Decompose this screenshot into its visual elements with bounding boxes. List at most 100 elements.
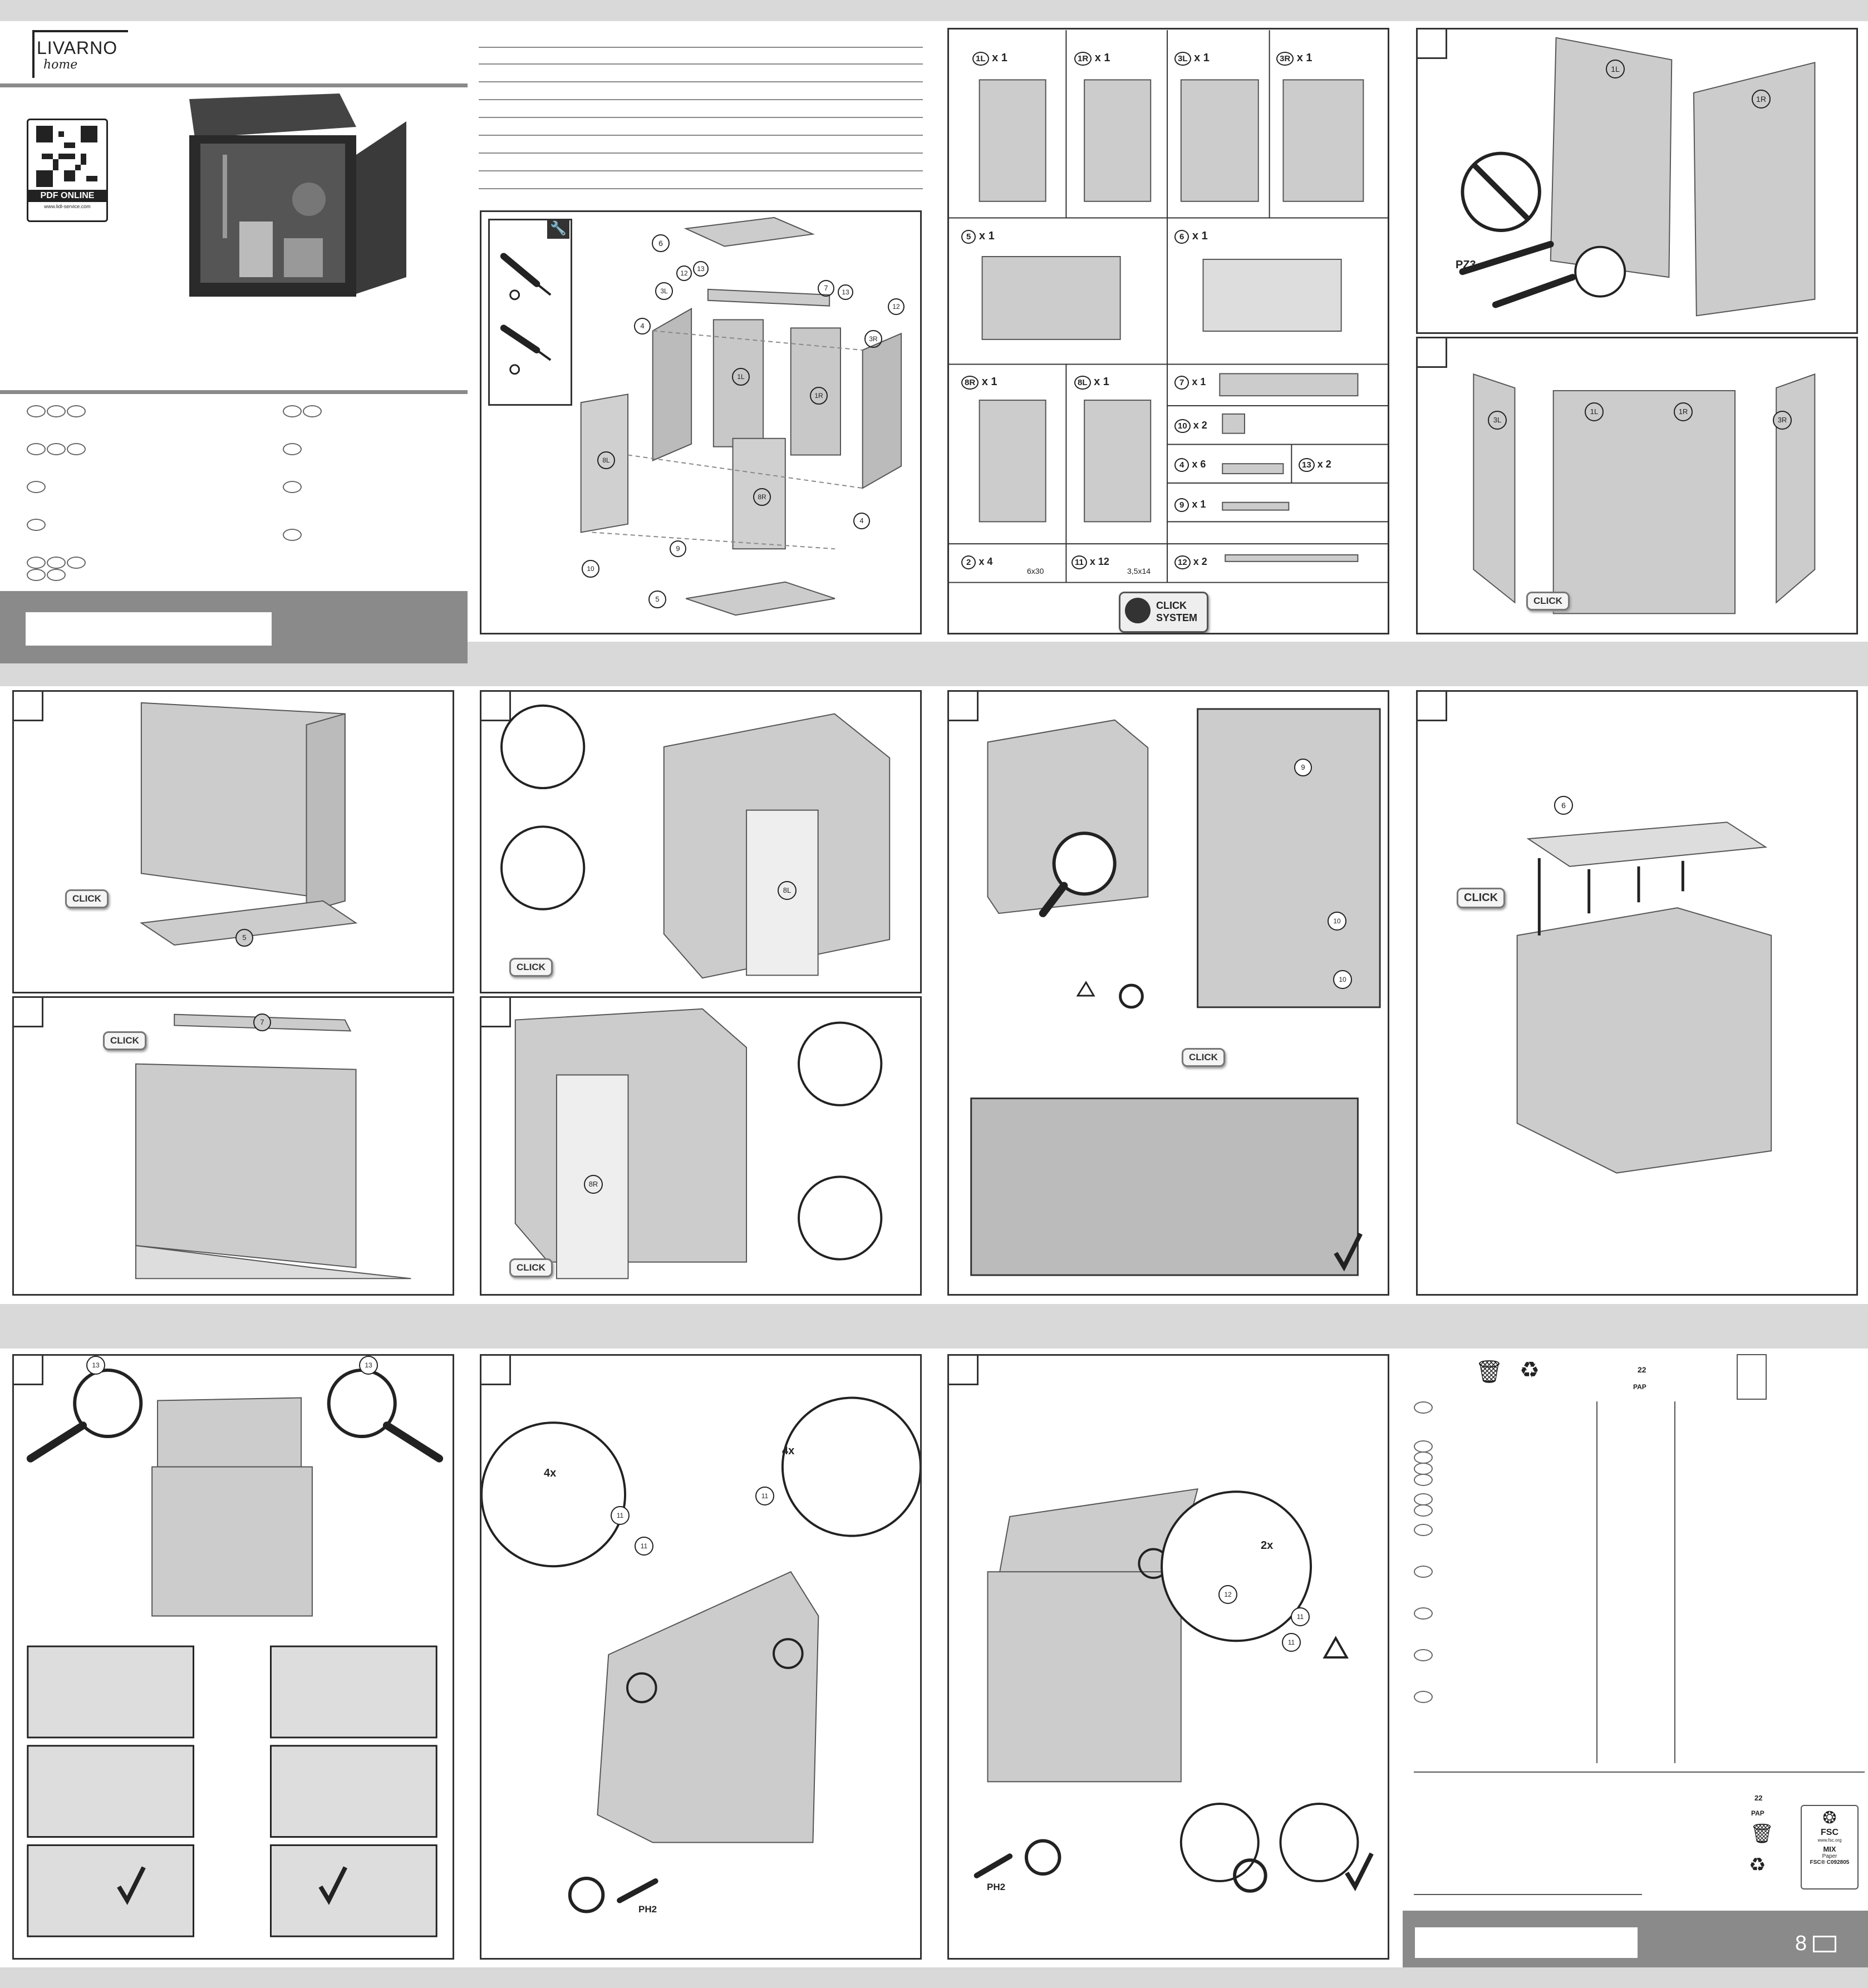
back-footer: 8 (1403, 1911, 1868, 1967)
step-10-label-11a: 11 (611, 1506, 630, 1525)
step-6-label-8R: 8R (584, 1175, 603, 1194)
step-1-number-box (1418, 29, 1447, 59)
exploded-label-6: 6 (652, 234, 670, 252)
part-qty-5: x 1 (979, 230, 995, 242)
part-size-11: 3,5x14 (1127, 567, 1151, 575)
exploded-label-8R: 8R (753, 488, 771, 506)
exploded-label-12b: 12 (888, 298, 904, 315)
step-2-number-box (1418, 338, 1447, 368)
step-1-label-1R: 1R (1752, 90, 1771, 109)
exploded-label-10: 10 (582, 560, 599, 578)
step-5-illustration (500, 704, 891, 979)
part-id-1L: 1L (972, 52, 989, 66)
back-rule (1414, 1772, 1865, 1773)
part-qty-4: x 6 (1192, 459, 1206, 470)
step-3-number-box (14, 692, 43, 721)
step-11-label-11b: 11 (1282, 1633, 1301, 1652)
language-list (27, 405, 416, 606)
step-3-illustration (140, 702, 358, 946)
part-qty-12: x 2 (1193, 556, 1207, 567)
step-7-number-box (949, 692, 979, 721)
step-11-panel: 2x 12 11 11 PH2 (947, 1354, 1389, 1960)
cover-footer (0, 591, 468, 663)
step-10-count-left: 4x (544, 1467, 557, 1479)
step-4-panel: CLICK 7 (12, 996, 454, 1296)
step-8-number-box (1418, 692, 1447, 721)
step-4-illustration (135, 1013, 411, 1280)
exploded-label-8L: 8L (597, 451, 615, 469)
step-6-panel: 8R CLICK (480, 996, 922, 1296)
parts-list-panel: 1L x 1 1R x 1 3L x 1 3R x 1 5 x 1 6 x 1 … (947, 28, 1389, 634)
step-8-panel: 6 CLICK (1416, 690, 1858, 1296)
step-2-label-1L: 1L (1585, 402, 1604, 421)
part-id-11: 11 (1071, 555, 1087, 569)
click-system-line2: SYSTEM (1156, 612, 1198, 623)
step-2-panel: 3L 1L 1R 3R CLICK (1416, 337, 1858, 634)
info-table (1403, 1401, 1859, 1772)
step-1-label-1L: 1L (1606, 60, 1625, 78)
step-4-number-box (14, 998, 43, 1027)
step-2-click-badge: CLICK (1526, 592, 1570, 611)
exploded-label-13a: 13 (693, 261, 709, 277)
exploded-label-4a: 4 (634, 318, 651, 334)
fsc-paper: Paper (1822, 1853, 1837, 1859)
exploded-view-panel: 🔧 6 13 12 3L 7 13 12 4 3R 1L 1R 8L 8R 4 (480, 210, 922, 634)
middle-band-2 (0, 1304, 1868, 1349)
header-rule (0, 83, 468, 87)
part-qty-8L: x 1 (1094, 376, 1109, 388)
fsc-name: FSC (1821, 1828, 1838, 1837)
step-5-label-8L: 8L (778, 881, 797, 900)
part-id-7: 7 (1174, 376, 1189, 390)
step-10-panel: 4x 4x 11 11 11 PH2 (480, 1354, 922, 1960)
part-qty-13: x 2 (1317, 459, 1331, 470)
step-11-tool-label: PH2 (987, 1882, 1006, 1892)
cover-footer-box (26, 612, 272, 646)
part-qty-10: x 2 (1193, 420, 1207, 431)
exploded-label-1R: 1R (810, 387, 828, 405)
step-6-number-box (481, 998, 511, 1027)
step-5-panel: 8L CLICK (480, 690, 922, 993)
step-1-panel: 1L 1R PZ3 (1416, 28, 1858, 334)
step-10-tool-label: PH2 (638, 1904, 657, 1915)
step-1-tool-label: PZ3 (1456, 259, 1476, 271)
back-footer-box (1415, 1927, 1638, 1958)
fsc-url: www.fsc.org (1817, 1838, 1842, 1843)
step-7-label-10a: 10 (1328, 912, 1346, 931)
step-5-click-badge: CLICK (509, 958, 553, 977)
step-11-number-box (949, 1356, 979, 1385)
top-band (0, 0, 1868, 21)
step-6-illustration (514, 1008, 883, 1280)
brand-logo (32, 30, 128, 78)
recycle-stack-material: PAP (1751, 1809, 1764, 1817)
click-system-icon (1125, 598, 1151, 623)
part-qty-9: x 1 (1192, 499, 1206, 510)
exploded-label-9: 9 (670, 540, 686, 557)
part-id-1R: 1R (1074, 52, 1092, 66)
part-id-13: 13 (1299, 458, 1315, 472)
step-11-illustration (974, 1488, 1374, 1893)
step-11-label-12: 12 (1218, 1585, 1237, 1604)
part-qty-8R: x 1 (981, 376, 997, 388)
step-3-click-badge: CLICK (65, 889, 109, 908)
step-11-count: 2x (1261, 1539, 1274, 1552)
exploded-label-3L: 3L (655, 282, 673, 300)
part-id-4: 4 (1174, 458, 1189, 472)
step-8-illustration (1516, 821, 1772, 1174)
page-stack-icon (1813, 1936, 1836, 1952)
step-7-panel: 9 10 10 CLICK (947, 690, 1389, 1296)
step-7-label-9: 9 (1294, 759, 1312, 776)
exploded-label-4b: 4 (853, 513, 870, 529)
step-10-illustration (481, 1396, 920, 1913)
recycle-material: PAP (1633, 1383, 1646, 1391)
part-id-8R: 8R (961, 376, 979, 390)
step-2-label-3L: 3L (1488, 411, 1507, 430)
recycle-code: 22 (1638, 1365, 1646, 1374)
cover-rule (0, 390, 468, 394)
recycle-stack-bin-icon: 🗑 (1750, 1823, 1774, 1844)
exploded-label-5: 5 (648, 591, 666, 608)
part-qty-3R: x 1 (1296, 52, 1312, 64)
exploded-label-3R: 3R (864, 330, 882, 348)
exploded-label-1L: 1L (732, 368, 750, 386)
step-6-click-badge: CLICK (509, 1258, 553, 1277)
fsc-logo: ❂ FSC www.fsc.org MIX Paper FSC® C092805 (1801, 1805, 1859, 1889)
